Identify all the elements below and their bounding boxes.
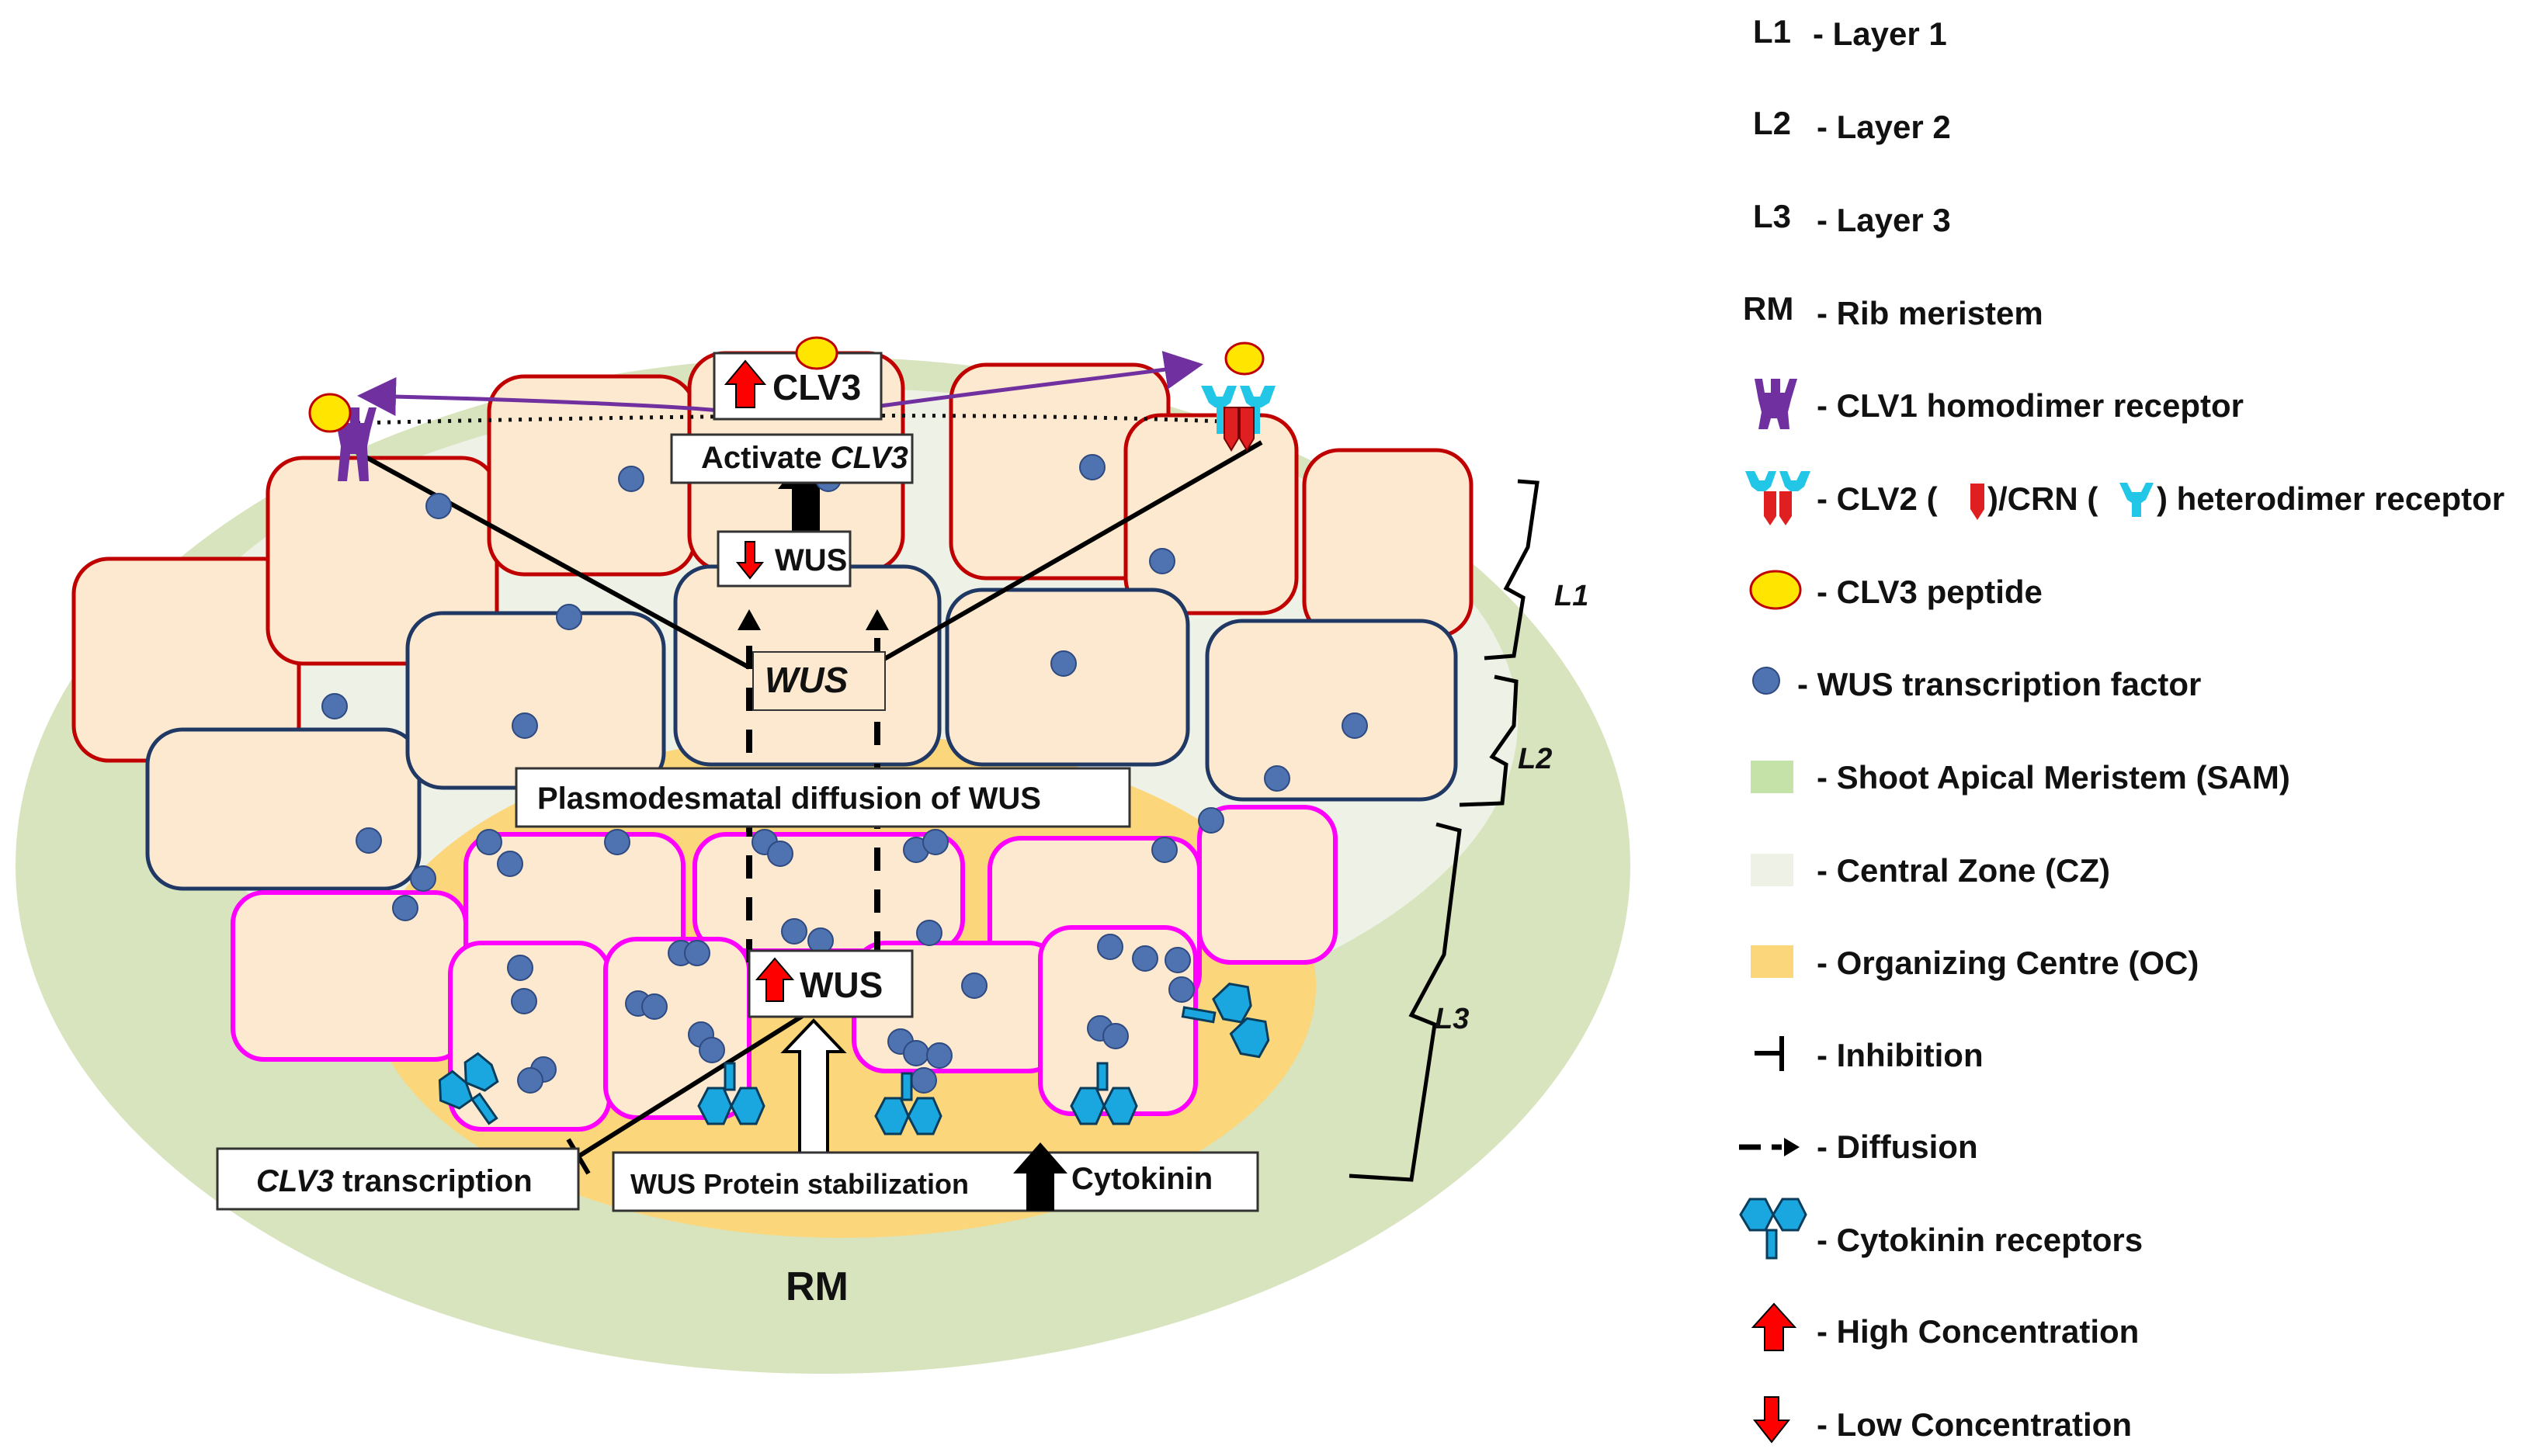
- legend-diffusion-icon: [1739, 1138, 1800, 1156]
- cytokinin-up-arrow: [1013, 1142, 1067, 1211]
- stabilization-arrow: [780, 1018, 847, 1162]
- svg-text:Activate CLV3: Activate CLV3: [701, 441, 908, 475]
- clv3-top-box: CLV3: [713, 336, 883, 421]
- legend-text-rm: - Rib meristem: [1817, 295, 2043, 331]
- legend-clv3-peptide-icon: [1749, 570, 1802, 610]
- cytokinin-label: Cytokinin: [1071, 1162, 1213, 1196]
- legend-text-high: - High Concentration: [1817, 1313, 2139, 1350]
- legend-text-oc: - Organizing Centre (OC): [1817, 945, 2199, 981]
- legend-clv2-small-icon: [1970, 484, 1984, 520]
- activate-clv3-box: Activate CLV3: [670, 433, 914, 484]
- diffusion-arrowheads: [738, 609, 889, 630]
- legend-cytokinin-receptor-icon: [1739, 1198, 1807, 1260]
- wus-gene-box: WUS: [752, 651, 886, 711]
- plasmodesmatal-label: Plasmodesmatal diffusion of WUS: [537, 782, 1041, 816]
- svg-text:- CLV2 (: - CLV2 (: [1817, 480, 1938, 517]
- stabilization-label: WUS Protein stabilization: [630, 1168, 969, 1200]
- clv1-signal-line: [352, 448, 751, 670]
- legend: L1 - Layer 1 L2 - Layer 2 L3 - Layer 3 R…: [1739, 13, 2504, 1444]
- legend-text-clv2-b: )/CRN (: [1987, 480, 2098, 517]
- wus-high-box: WUS: [748, 949, 914, 1018]
- l2-cells: [145, 564, 1458, 891]
- clv2-signal-line: [868, 440, 1263, 670]
- legend-text-cz: - Central Zone (CZ): [1817, 852, 2110, 889]
- legend-clv1-icon: [1755, 379, 1797, 429]
- legend-key-rm: RM: [1743, 290, 1793, 327]
- l3-region-label: L3: [1435, 1003, 1469, 1035]
- legend-text-diffusion: - Diffusion: [1817, 1128, 1978, 1165]
- layer-braces: [1349, 479, 1539, 1182]
- l2-region-label: L2: [1518, 743, 1552, 775]
- clv3-transcription-box: CLV3 transcription: [216, 1147, 580, 1211]
- svg-text:) heterodimer receptor: ) heterodimer receptor: [2157, 480, 2504, 517]
- clv3-transcription-suffix: transcription: [334, 1164, 533, 1198]
- legend-text-l3: - Layer 3: [1817, 202, 1951, 238]
- inhibition-line: [577, 1011, 809, 1159]
- legend-wus-dot-icon: [1752, 667, 1780, 695]
- legend-text-l2: - Layer 2: [1817, 109, 1951, 145]
- legend-crn-small-icon: [2119, 483, 2154, 517]
- legend-key-l3: L3: [1753, 198, 1791, 234]
- high-arrow-icon: [755, 957, 795, 1002]
- wus-low-box: WUS: [717, 530, 852, 588]
- cytokinin-receptors: [438, 982, 1270, 1135]
- legend-text-clv1: - CLV1 homodimer receptor: [1817, 387, 2244, 424]
- legend-text-clv2-c: ) heterodimer receptor: [2157, 480, 2504, 517]
- clv3-movement-arrow: [361, 365, 1199, 411]
- wus-low-label: WUS: [775, 543, 847, 577]
- plasmodesmatal-box: Plasmodesmatal diffusion of WUS: [515, 767, 1131, 828]
- legend-oc-swatch: [1751, 945, 1793, 978]
- legend-inhibition-icon: [1755, 1036, 1784, 1071]
- wus-gene-label: WUS: [765, 660, 849, 700]
- rm-label: RM: [786, 1264, 849, 1309]
- wus-dots: [321, 454, 1368, 1094]
- legend-text-wus: - WUS transcription factor: [1797, 666, 2201, 702]
- legend-text-low: - Low Concentration: [1817, 1406, 2132, 1443]
- activate-prefix: Activate: [701, 441, 831, 475]
- clv3-peptide-right: [1224, 341, 1265, 376]
- legend-cz-swatch: [1751, 854, 1793, 886]
- legend-text-l1: - Layer 1: [1813, 16, 1947, 52]
- activate-gene: CLV3: [831, 441, 908, 475]
- legend-text-sam: - Shoot Apical Meristem (SAM): [1817, 759, 2290, 796]
- legend-key-l1: L1: [1753, 13, 1791, 50]
- clv3-top-label: CLV3: [772, 367, 861, 407]
- wus-high-label: WUS: [800, 965, 883, 1005]
- low-arrow-icon: [735, 541, 765, 580]
- legend-sam-swatch: [1751, 761, 1793, 793]
- legend-low-arrow-icon: [1752, 1396, 1791, 1444]
- legend-clv2-crn-icon: [1745, 471, 1810, 525]
- clv3-peptide-top: [795, 336, 838, 370]
- clv3-transcription-gene: CLV3: [256, 1164, 334, 1198]
- legend-text-clv2-a: - CLV2 (: [1817, 480, 1938, 517]
- legend-key-l2: L2: [1753, 105, 1791, 141]
- legend-text-clv3-peptide: - CLV3 peptide: [1817, 574, 2043, 610]
- high-arrow-icon: [724, 359, 767, 408]
- svg-text:)/CRN (: )/CRN (: [1987, 480, 2098, 517]
- stabilization-box: WUS Protein stabilization Cytokinin: [612, 1142, 1259, 1212]
- svg-text:CLV3 transcription: CLV3 transcription: [256, 1164, 533, 1198]
- clv2-crn-receptor: [1201, 386, 1276, 452]
- legend-high-arrow-icon: [1751, 1302, 1797, 1351]
- legend-text-cytokinin-receptor: - Cytokinin receptors: [1817, 1222, 2143, 1258]
- clv3-peptide-left: [308, 393, 352, 433]
- legend-text-inhibition: - Inhibition: [1817, 1037, 1984, 1073]
- l1-region-label: L1: [1554, 580, 1588, 612]
